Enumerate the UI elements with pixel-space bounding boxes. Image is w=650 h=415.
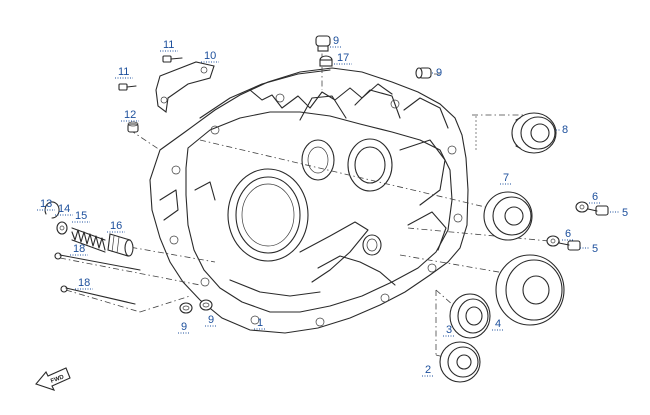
- callout-14-number: 14: [58, 203, 70, 215]
- callout-9-lower-b-number: 9: [208, 314, 214, 326]
- piston-16: [107, 233, 134, 257]
- callout-9-right-number: 9: [436, 67, 442, 79]
- screw-11-b: [118, 83, 137, 91]
- bolt-5-a: [587, 205, 609, 216]
- callout-7-number: 7: [503, 172, 509, 184]
- callout-9-lower-a-number: 9: [181, 321, 187, 333]
- callout-6-lower-number: 6: [565, 228, 571, 240]
- callout-15: 15: [72, 210, 90, 223]
- callout-13-number: 13: [40, 198, 52, 210]
- callout-17-number: 17: [337, 52, 349, 64]
- callout-4: 4: [492, 318, 504, 331]
- callout-16: 16: [107, 220, 125, 233]
- callout-11-left-number: 11: [118, 66, 129, 78]
- callout-5-lower: 5: [580, 243, 598, 255]
- washer-6-a: [575, 201, 589, 213]
- callout-11-top: 11: [160, 39, 178, 52]
- callout-9-lower-b: 9: [205, 314, 217, 327]
- bolt-17: [315, 35, 333, 67]
- callout-5-upper: 5: [610, 207, 628, 219]
- callout-5-upper-number: 5: [622, 207, 628, 219]
- callout-13: 13: [37, 198, 55, 211]
- callout-9-lower-a: 9: [178, 321, 190, 334]
- callout-18-upper: 18: [70, 243, 88, 256]
- callout-4-number: 4: [495, 318, 501, 330]
- bearing-8: [511, 112, 557, 154]
- callout-7: 7: [500, 172, 512, 185]
- callout-11-left: 11: [115, 66, 133, 79]
- callout-18-upper-number: 18: [73, 243, 85, 255]
- plug-12: [127, 121, 139, 133]
- callout-2-number: 2: [425, 364, 431, 376]
- callout-17: 17: [334, 52, 352, 65]
- dowel-9-lower-a: [179, 302, 193, 314]
- callout-3-number: 3: [446, 324, 452, 336]
- screw-11-a: [162, 55, 183, 63]
- fwd-arrow-icon: FWD: [35, 367, 71, 391]
- callout-18-lower: 18: [75, 277, 93, 290]
- callout-14: 14: [55, 203, 73, 216]
- callout-1: 1: [254, 317, 266, 330]
- bracket-10: [155, 61, 215, 113]
- rod-18-b: [60, 285, 136, 305]
- bearing-2: [439, 341, 481, 383]
- bolt-5-b: [558, 240, 581, 251]
- dowel-9-lower-b: [199, 299, 213, 311]
- fwd-label: FWD: [50, 374, 66, 385]
- callout-11-top-number: 11: [163, 39, 174, 51]
- callout-9-top: 9: [330, 35, 342, 48]
- spring-15: [71, 227, 106, 253]
- callout-5-lower-number: 5: [592, 243, 598, 255]
- bearing-7: [483, 191, 533, 241]
- callout-6-lower: 6: [562, 228, 574, 241]
- callout-2: 2: [422, 364, 434, 377]
- callout-8-number: 8: [562, 124, 568, 136]
- washer-6-b: [546, 235, 560, 247]
- callout-9-right: 9: [432, 67, 442, 79]
- callout-15-number: 15: [75, 210, 87, 222]
- callout-9-top-number: 9: [333, 35, 339, 47]
- callout-10: 10: [201, 50, 219, 63]
- dowel-9-top: [415, 67, 432, 79]
- callout-6-upper: 6: [589, 191, 601, 204]
- callout-16-number: 16: [110, 220, 122, 232]
- callout-18-lower-number: 18: [78, 277, 90, 289]
- callout-10-number: 10: [204, 50, 216, 62]
- callout-12-number: 12: [124, 109, 136, 121]
- callouts: 1 2 3 4 5 5 6 6: [37, 35, 628, 377]
- washer-14: [56, 221, 68, 235]
- callout-1-number: 1: [257, 317, 263, 329]
- rod-18-a: [54, 252, 141, 271]
- bearing-4: [495, 254, 565, 326]
- callout-12: 12: [121, 109, 139, 122]
- circlip-13: [44, 201, 60, 219]
- callout-3: 3: [443, 324, 455, 337]
- crankcase-half: [149, 67, 469, 334]
- callout-8: 8: [556, 124, 568, 136]
- bearing-3: [449, 293, 491, 339]
- callout-6-upper-number: 6: [592, 191, 598, 203]
